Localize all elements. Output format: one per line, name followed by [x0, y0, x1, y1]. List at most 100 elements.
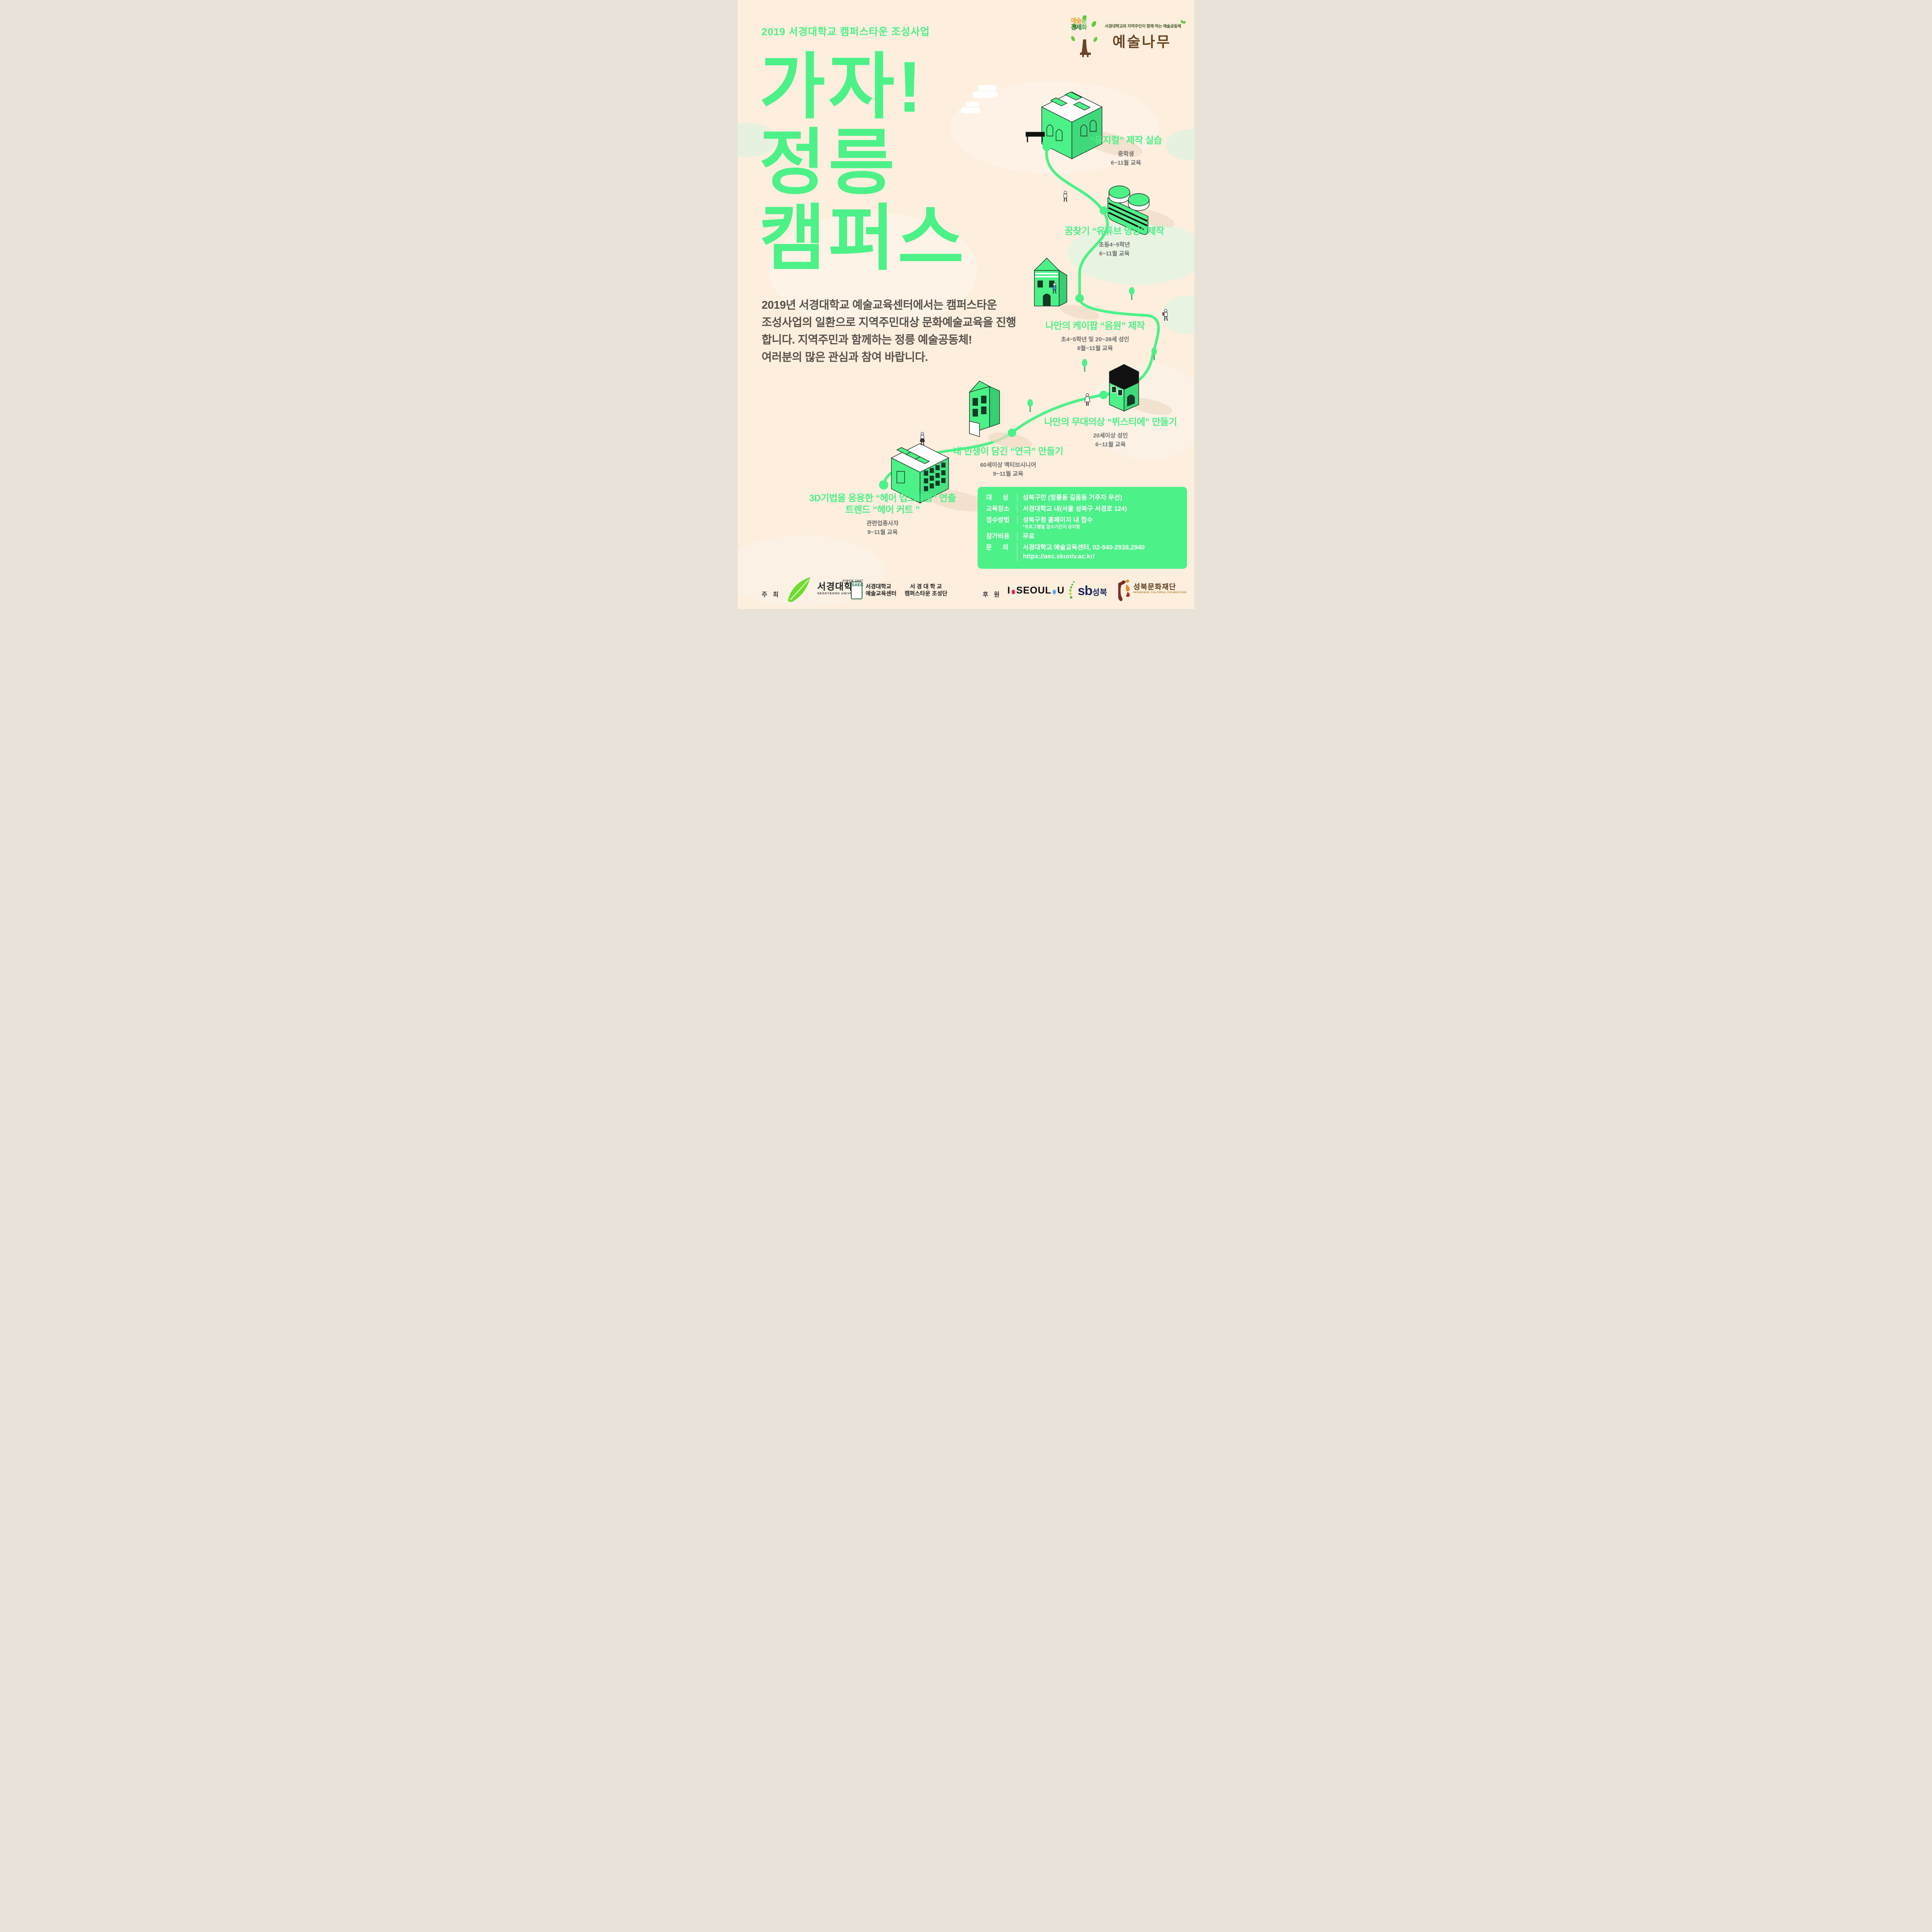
program-audience: 중학생	[1118, 151, 1134, 157]
aec-line-1: 서경대학교	[866, 584, 891, 590]
tree-icons	[1027, 287, 1157, 412]
skuniv-since: SINCE 1947	[842, 579, 864, 582]
scf-name-en: SEONGBUK CULTURAL FOUNDATION	[1133, 591, 1187, 594]
program-hair: 3D기법을 응용한 “헤어 업스타일” 연출 트렌드 “헤어 커트 ” 관련업종…	[809, 493, 956, 537]
art-tree-logo: 예술문 경제화 서경대학교와 지역주민이 함께 하는 예술공동체 예술나무	[1069, 14, 1186, 57]
tree-word-art: 예술	[1071, 18, 1082, 24]
program-period: 9~11월 교육	[993, 471, 1024, 477]
sponsor-sb-seongbuk: sb 성북	[1078, 584, 1107, 598]
host-label: 주 최	[762, 592, 781, 598]
person-walking-2	[920, 432, 925, 446]
headline-line-1: 가자!	[759, 47, 925, 127]
program-musical: “뮤지컬” 제작 실습 중학생 6~11월 교육	[1078, 135, 1174, 167]
art-tree-tagline: 서경대학교와 지역주민이 함께 하는 예술공동체	[1105, 24, 1181, 29]
info-value: 성북구민 (정릉동 길음동 거주자 우선)	[1023, 494, 1122, 501]
headline-line-2: 정릉	[759, 123, 898, 203]
intro-line-3: 합니다. 지역주민과 함께하는 정릉 예술공동체!	[762, 334, 972, 346]
program-period: 6~11월 교육	[1111, 160, 1141, 166]
building-hair-salon	[891, 443, 949, 504]
person-backpacker	[1162, 309, 1168, 321]
person-in-dress	[1084, 393, 1090, 406]
info-row-target: 대 상 성북구민 (정릉동 길음동 거주자 우선)	[986, 493, 1179, 502]
program-kpop: 나만의 케이팝 “음원” 제작 초4~5학년 및 20~39세 성인 6월~11…	[1029, 320, 1161, 353]
tree-word-economy: 경제	[1071, 24, 1082, 31]
info-label: 접수방법	[986, 517, 1010, 524]
program-title-line-1: 3D기법을 응용한 “헤어 업스타일” 연출	[809, 493, 956, 503]
iseoulu-blue-dot-icon	[1053, 589, 1056, 594]
info-contact-url: https://aec.skuniv.ac.kr/	[1023, 553, 1095, 560]
info-row-fee: 참가비용 무료	[986, 532, 1179, 541]
program-title: “뮤지컬” 제작 실습	[1090, 135, 1162, 146]
intro-line-2: 조성사업의 일환으로 지역주민대상 문화예술교육을 진행	[762, 316, 1016, 329]
program-period: 9~11월 교육	[867, 529, 898, 536]
info-row-contact: 문 의 서경대학교 예술교육센터, 02-940-2938,2940 https…	[986, 543, 1179, 561]
aec-line-2: 예술교육센터	[866, 591, 897, 597]
art-tree-brand: 예술나무	[1112, 34, 1172, 50]
building-musical-studio	[1026, 92, 1103, 160]
tree-word-mun: 문	[1081, 18, 1087, 24]
headline-line-3: 캠퍼스	[759, 199, 967, 279]
program-audience: 60세이상 액티브시니어	[980, 462, 1036, 468]
sponsor-iseoulu: I SEOUL U	[1007, 585, 1065, 596]
info-label: 교육장소	[986, 505, 1010, 512]
scf-name: 성북문화재단	[1133, 583, 1176, 591]
scf-figures-icon	[1118, 580, 1130, 601]
info-label: 대 상	[986, 494, 1009, 501]
building-theater-house	[968, 381, 1000, 437]
program-audience: 초등4~5학년	[1099, 242, 1130, 248]
intro-line-4: 여러분의 많은 관심과 참여 바랍니다.	[762, 351, 928, 364]
info-box: 대 상 성북구민 (정릉동 길음동 거주자 우선) 교육장소 서경대학교 내(서…	[978, 487, 1187, 569]
info-label: 참가비용	[986, 533, 1010, 540]
people-figures	[920, 191, 1168, 446]
info-contact-phone: 서경대학교 예술교육센터, 02-940-2938,2940	[1023, 544, 1145, 551]
info-row-apply: 접수방법 성북구청 홈페이지 내 접수	[986, 516, 1179, 524]
skuniv-name-en: SEOKYEONG UNIVERSITY	[817, 592, 864, 595]
program-title: 나만의 케이팝 “음원” 제작	[1045, 321, 1145, 331]
info-contact: 서경대학교 예술교육센터, 02-940-2938,2940 https://a…	[1023, 543, 1145, 561]
sb-logo-text: sb	[1078, 583, 1093, 598]
info-value: 성북구청 홈페이지 내 접수	[1023, 517, 1093, 524]
host-art-education-center: 서경대학교 예술교육센터	[866, 583, 896, 597]
iseoulu-u: U	[1057, 585, 1065, 596]
poster-headline: 가자! 정릉 캠퍼스	[759, 49, 967, 277]
building-sound-drums	[1107, 185, 1150, 235]
program-title: 나만의 무대의상 “뷔스티에” 만들기	[1044, 417, 1177, 427]
project-title: 2019 서경대학교 캠퍼스타운 조성사업	[762, 26, 930, 37]
map-background-patches	[738, 81, 1194, 607]
info-value: 무료	[1023, 533, 1035, 540]
tree-word-hwa: 화	[1081, 24, 1087, 31]
saec-badge-text: SAEC	[852, 583, 864, 587]
info-value: 서경대학교 내(서울 성북구 서경로 124)	[1023, 505, 1127, 512]
iseoulu-red-dot-icon	[1011, 589, 1015, 594]
building-kpop-house	[1034, 258, 1067, 307]
program-title: 내 인생이 담긴 “연극” 만들기	[953, 446, 1063, 457]
info-label: 문 의	[986, 544, 1009, 551]
program-theater: 내 인생이 담긴 “연극” 만들기 60세이상 액티브시니어 9~11월 교육	[950, 446, 1066, 478]
intro-paragraph: 2019년 서경대학교 예술교육센터에서는 캠퍼스타운 조성사업의 일환으로 지…	[762, 297, 1024, 366]
campus-town-line-2: 캠퍼스타운 조성단	[905, 591, 947, 597]
sponsor-label: 후 원	[983, 592, 1002, 598]
campus-route-illustration	[738, 81, 1194, 607]
program-audience: 20세이상 성인	[1093, 432, 1128, 439]
art-tree-icon: 예술문 경제화	[1069, 14, 1099, 57]
cloud-icons	[961, 85, 998, 113]
sb-name: 성북	[1092, 588, 1107, 597]
person-walking-1	[1063, 191, 1067, 202]
program-period: 6~11월 교육	[1099, 250, 1130, 257]
program-audience: 관련업종사자	[866, 520, 899, 527]
info-row-place: 교육장소 서경대학교 내(서울 성북구 서경로 124)	[986, 505, 1179, 513]
leaf-accent-icon	[1180, 20, 1186, 24]
host-campus-town: 서 경 대 학 교 캠퍼스타운 조성단	[905, 583, 947, 597]
program-title-line-2: 트렌드 “헤어 커트 ”	[845, 505, 920, 515]
campus-town-line-1: 서 경 대 학 교	[910, 584, 942, 590]
program-period: 6월~11월 교육	[1077, 345, 1113, 352]
route-node-pins	[879, 143, 1108, 490]
program-period: 6~11월 교육	[1095, 441, 1126, 448]
sponsor-scf: 성북문화재단 SEONGBUK CULTURAL FOUNDATION	[1133, 583, 1187, 594]
poster: 2019 서경대학교 캠퍼스타운 조성사업 예술문 경제화 서경대학교와 지역주…	[738, 0, 1194, 609]
skuniv-leaf-icon	[788, 577, 810, 602]
building-boutique-shop	[1109, 364, 1139, 412]
program-youtube: 꿈찾기 “유튜브 영상” 제작 초등4~5학년 6~11월 교육	[1058, 226, 1170, 258]
intro-line-1: 2019년 서경대학교 예술교육센터에서는 캠퍼스타운	[762, 299, 997, 311]
info-apply-note: *프로그램별 접수기간이 상이함	[1023, 525, 1080, 529]
